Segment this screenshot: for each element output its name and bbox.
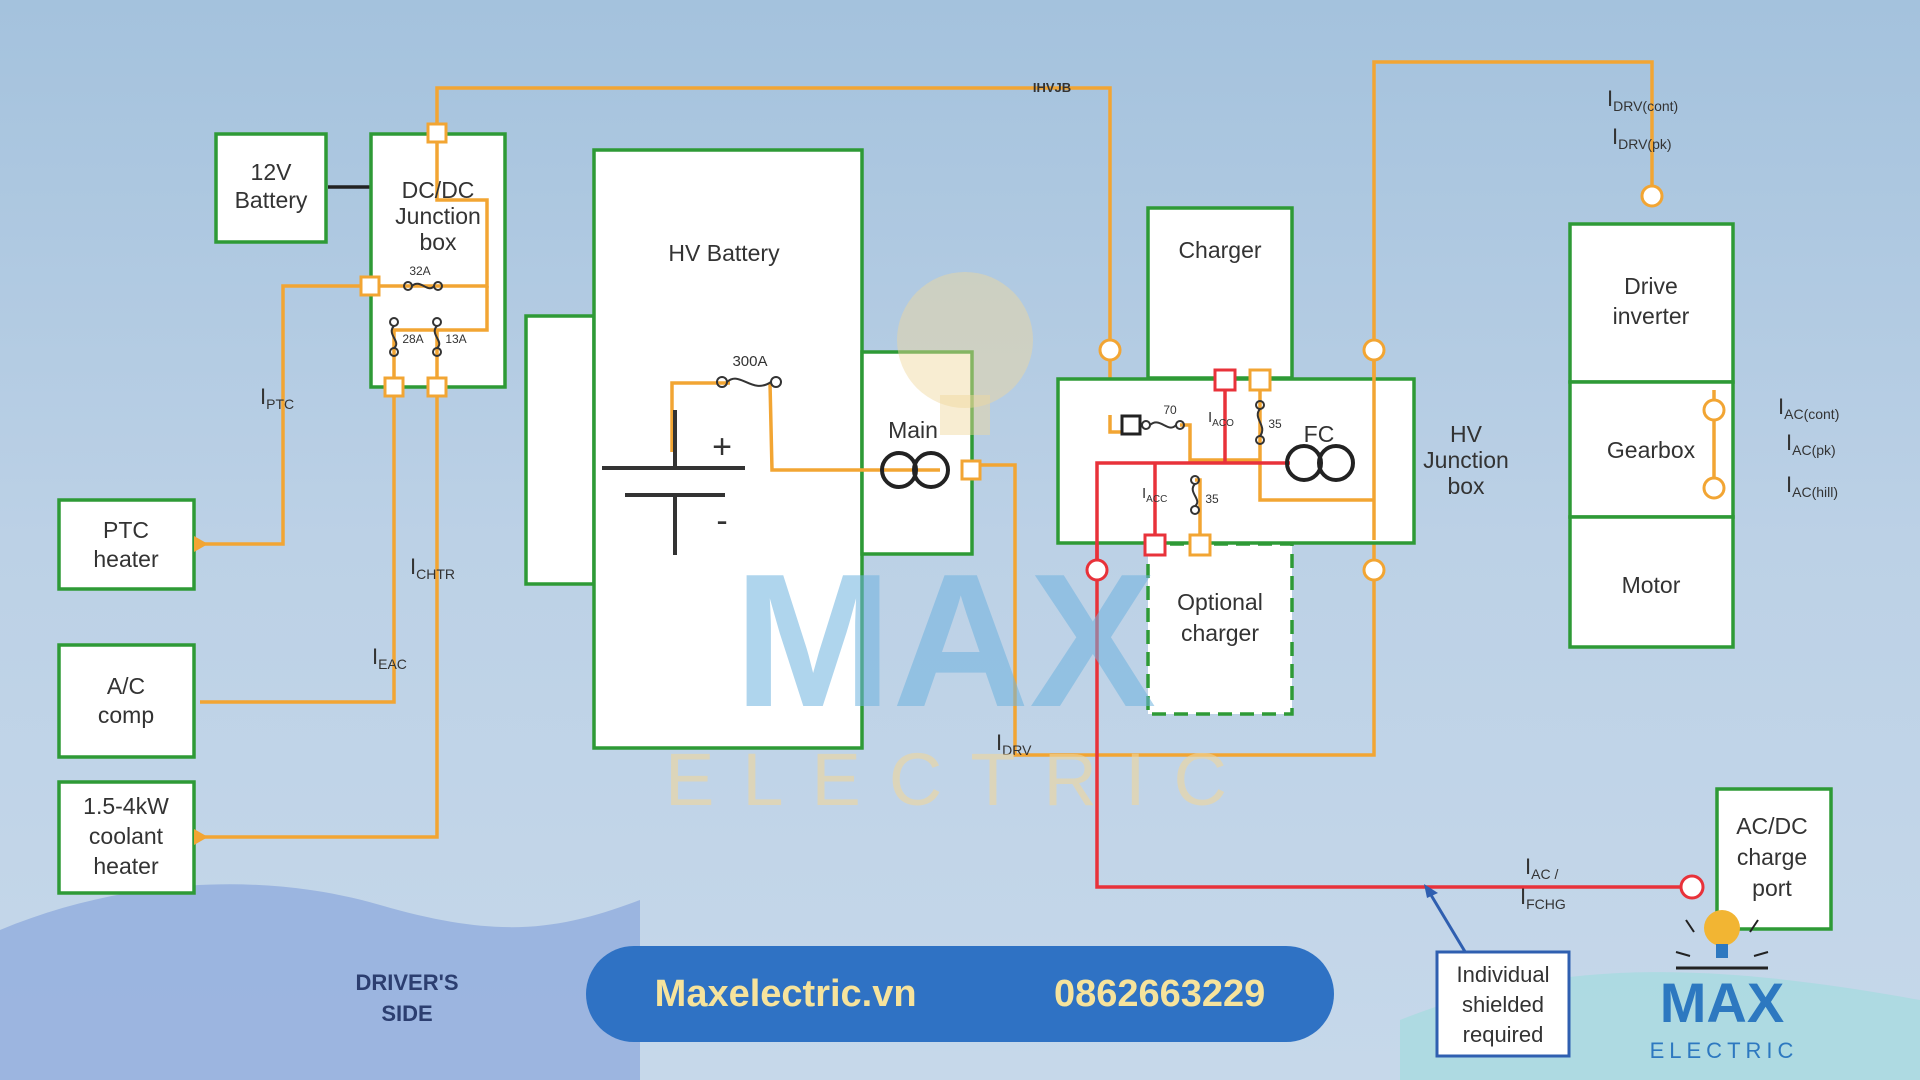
fuse-icon xyxy=(716,376,782,388)
current-label: IACO xyxy=(1208,409,1234,429)
hvb-internal-wire xyxy=(670,381,730,452)
current-label: IPTC xyxy=(260,384,294,412)
svg-text:MAX: MAX xyxy=(1660,971,1784,1034)
fuse-rating: 28A xyxy=(402,332,423,346)
shielded-arrow xyxy=(1426,889,1469,956)
shielded-arrowhead xyxy=(1424,884,1438,898)
main-label: Main xyxy=(888,417,938,443)
svg-text:ELECTRIC: ELECTRIC xyxy=(665,738,1255,821)
fc-label: FC xyxy=(1304,421,1335,447)
current-label: IDRV(cont) xyxy=(1607,86,1678,114)
plus-sign: + xyxy=(712,428,732,466)
drive-inverter-box xyxy=(1568,222,1735,384)
current-label: IACC xyxy=(1142,485,1167,505)
max-electric-logo: MAX ELECTRIC xyxy=(1650,910,1799,1063)
motor-label: Motor xyxy=(1622,572,1681,598)
current-label: IAC / xyxy=(1525,854,1558,882)
current-label: IDRV xyxy=(996,730,1032,758)
gearbox-label: Gearbox xyxy=(1607,437,1696,463)
charger-label: Charger xyxy=(1178,237,1261,263)
hv-battery-side-box xyxy=(524,314,596,586)
website-link[interactable]: Maxelectric.vn xyxy=(654,972,917,1015)
fuse-icon xyxy=(1190,475,1200,515)
contactor-icon xyxy=(1285,444,1355,482)
charger-box xyxy=(1146,206,1294,380)
current-label: IFCHG xyxy=(1520,884,1566,912)
hv-battery-box xyxy=(592,148,864,750)
fuse-rating: 300A xyxy=(732,353,767,370)
bulb-icon xyxy=(1704,910,1740,946)
fuse-icon xyxy=(389,317,399,357)
current-label: IDRV(pk) xyxy=(1612,124,1672,152)
main-contactor-box xyxy=(860,350,974,556)
contact-banner: Maxelectric.vn 0862663229 xyxy=(586,946,1334,1042)
current-label: IAC(cont) xyxy=(1778,394,1839,422)
coolant-heater-box xyxy=(57,780,196,895)
current-label: IHVJB xyxy=(1033,80,1071,95)
fuse-rating: 35 xyxy=(1205,492,1219,506)
watermark: MAX ELECTRIC xyxy=(665,272,1255,821)
shielded-note-box xyxy=(1435,950,1571,1058)
current-label: IAC(hill) xyxy=(1786,472,1838,500)
ac-comp-box xyxy=(57,643,196,759)
current-label: ICHTR xyxy=(410,554,455,582)
fuse-rating: 13A xyxy=(445,332,466,346)
motor-box xyxy=(1568,515,1735,649)
fuse-icon xyxy=(403,281,443,291)
fuse-icon xyxy=(432,317,442,357)
fuse-rating: 70 xyxy=(1163,403,1177,417)
fuse-icon xyxy=(1141,420,1185,430)
connector-icon xyxy=(194,122,1726,900)
hv-battery-label: HV Battery xyxy=(668,240,780,266)
contactor-icon xyxy=(880,451,950,489)
background-wave xyxy=(0,884,640,1080)
ptc-heater-box xyxy=(57,498,196,591)
optional-charger-box xyxy=(1146,542,1294,716)
fuse-rating: 32A xyxy=(409,264,430,278)
phone-number[interactable]: 0862663229 xyxy=(1053,972,1266,1015)
current-label: IAC(pk) xyxy=(1786,430,1836,458)
acdc-charge-port-box xyxy=(1715,787,1833,931)
fuse-icon xyxy=(1255,400,1265,445)
battery-12v-box xyxy=(214,132,328,244)
battery-symbol xyxy=(602,410,745,555)
fuse-rating: 35 xyxy=(1268,417,1282,431)
minus-sign: - xyxy=(716,502,727,540)
current-label: IEAC xyxy=(372,644,407,672)
svg-text:ELECTRIC: ELECTRIC xyxy=(1650,1038,1799,1063)
svg-text:MAX: MAX xyxy=(734,535,1156,747)
